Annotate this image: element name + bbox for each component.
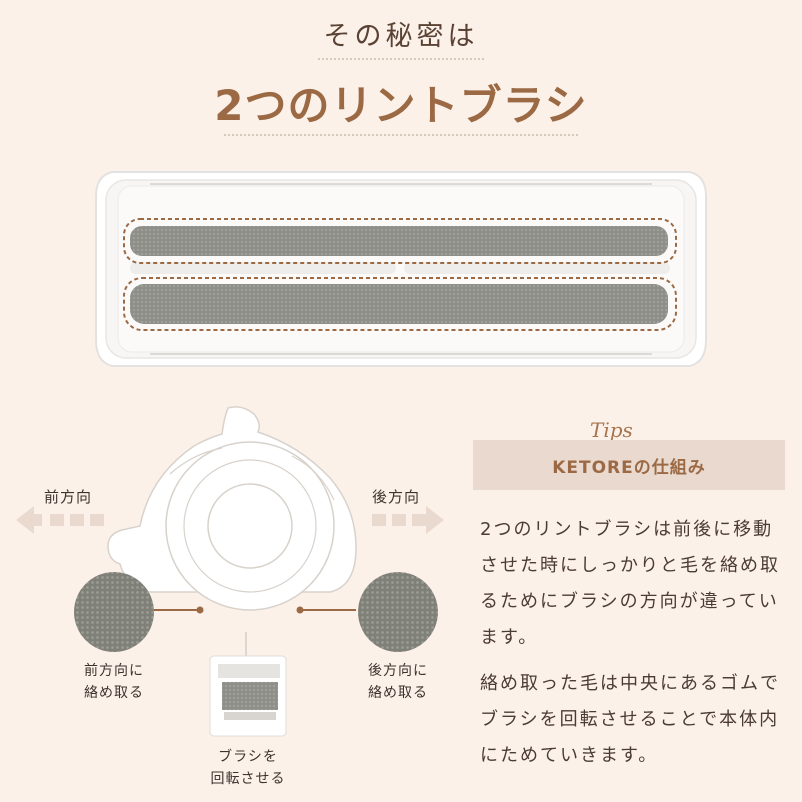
section-subtitle: その秘密は bbox=[323, 21, 479, 52]
tips-heading: KETOREの仕組み bbox=[473, 440, 785, 490]
tips-label: Tips bbox=[590, 418, 633, 442]
backward-caption: 後方向に 絡め取る bbox=[368, 663, 428, 701]
mechanism-diagram bbox=[16, 406, 444, 737]
forward-brush-swatch bbox=[74, 572, 154, 652]
backward-brush-swatch bbox=[358, 572, 438, 652]
forward-caption: 前方向に 絡め取る bbox=[84, 663, 144, 701]
subtitle-underline bbox=[318, 58, 484, 60]
left-arrow-icon bbox=[16, 506, 42, 534]
right-arrow-icon bbox=[420, 506, 444, 534]
rotate-caption: ブラシを 回転させる bbox=[210, 749, 286, 787]
title-underline bbox=[224, 134, 578, 136]
tips-paragraph-2: 絡め取った毛は中央にあるゴムでブラシを回転させることで本体内にためていきます。 bbox=[480, 673, 780, 766]
tips-paragraph-1: 2つのリントブラシは前後に移動させた時にしっかりと毛を絡め取るためにブラシの方向… bbox=[480, 519, 780, 648]
forward-direction-label: 前方向 bbox=[44, 488, 93, 506]
section-title: 2つのリントブラシ bbox=[214, 81, 588, 130]
backward-direction-label: 後方向 bbox=[372, 488, 421, 506]
